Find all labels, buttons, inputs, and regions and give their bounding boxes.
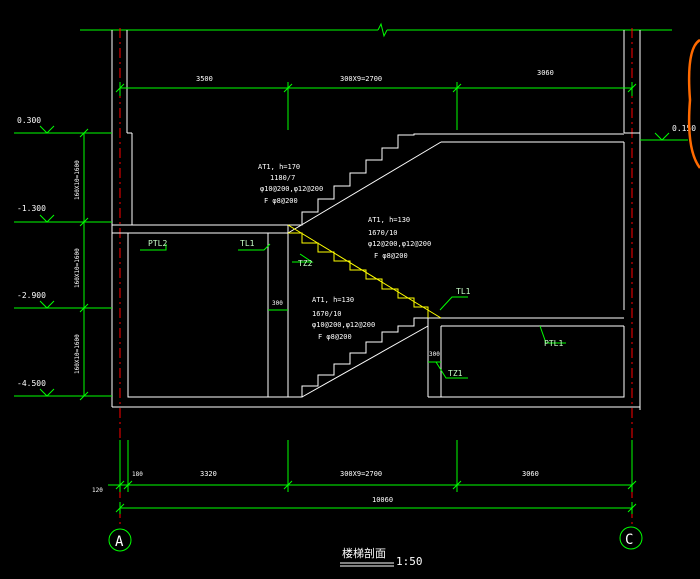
middle-flight bbox=[287, 224, 442, 319]
level-markers bbox=[14, 125, 112, 401]
svg-text:φ10@200,φ12@200: φ10@200,φ12@200 bbox=[260, 185, 323, 193]
top-dim-mid: 300X9=2700 bbox=[340, 75, 382, 83]
svg-text:φ12@200,φ12@200: φ12@200,φ12@200 bbox=[368, 240, 431, 248]
svg-text:AT1, h=130: AT1, h=130 bbox=[368, 216, 410, 224]
vert-dim-1: 160X10=1600 bbox=[74, 160, 81, 200]
top-break-line bbox=[80, 22, 672, 38]
top-dimension bbox=[115, 82, 637, 130]
axis-lines bbox=[119, 28, 633, 527]
top-dim-left: 3500 bbox=[196, 75, 213, 83]
bottom-dim-right: 3060 bbox=[522, 470, 539, 478]
walls bbox=[111, 30, 641, 410]
level-0-300: 0.300 bbox=[17, 116, 41, 125]
svg-text:1180/7: 1180/7 bbox=[270, 174, 295, 182]
annotation-lower: AT1, h=130 1670/10 φ10@200,φ12@200 F φ8@… bbox=[312, 296, 375, 341]
right-level-marker bbox=[640, 132, 688, 141]
bottom-dim-total: 10060 bbox=[372, 496, 393, 504]
svg-text:AT1, h=130: AT1, h=130 bbox=[312, 296, 354, 304]
svg-text:F φ8@200: F φ8@200 bbox=[374, 252, 408, 260]
label-ptl1: PTL1 bbox=[544, 339, 563, 348]
dim-300-right: 300 bbox=[429, 351, 440, 358]
label-ptl2: PTL2 bbox=[148, 239, 167, 248]
label-tl1-left: TL1 bbox=[240, 239, 255, 248]
top-dim-right: 3060 bbox=[537, 69, 554, 77]
drawing-scale: 1:50 bbox=[396, 555, 423, 568]
upper-flight bbox=[287, 133, 442, 234]
label-tl1-right: TL1 bbox=[456, 287, 471, 296]
bottom-dim-small: 180 bbox=[132, 471, 143, 478]
title-underline bbox=[340, 562, 394, 567]
drawing-title: 楼梯剖面 bbox=[342, 546, 386, 560]
level-right: 0.150 bbox=[672, 124, 696, 133]
axis-bubble-a: A bbox=[108, 528, 132, 552]
dim-300-left: 300 bbox=[272, 300, 283, 307]
svg-text:A: A bbox=[115, 534, 124, 550]
bottom-dim-mid: 300X9=2700 bbox=[340, 470, 382, 478]
lower-flight bbox=[288, 317, 429, 398]
slabs bbox=[112, 133, 625, 398]
orange-markup-curve bbox=[687, 38, 700, 169]
vert-dim-2: 160X10=1600 bbox=[74, 248, 81, 288]
bottom-dimension bbox=[108, 440, 637, 514]
leaders bbox=[140, 243, 566, 379]
label-tz2: TZ2 bbox=[298, 259, 313, 268]
svg-text:C: C bbox=[625, 532, 633, 548]
label-tz1: TZ1 bbox=[448, 369, 463, 378]
bottom-dim-left: 3320 bbox=[200, 470, 217, 478]
level-2-900: -2.900 bbox=[17, 291, 46, 300]
svg-text:F φ8@200: F φ8@200 bbox=[318, 333, 352, 341]
svg-text:AT1, h=170: AT1, h=170 bbox=[258, 163, 300, 171]
level-4-500: -4.500 bbox=[17, 379, 46, 388]
svg-text:1670/10: 1670/10 bbox=[312, 310, 342, 318]
svg-text:F φ8@200: F φ8@200 bbox=[264, 197, 298, 205]
annotation-middle: AT1, h=130 1670/10 φ12@200,φ12@200 F φ8@… bbox=[368, 216, 431, 260]
svg-text:φ10@200,φ12@200: φ10@200,φ12@200 bbox=[312, 321, 375, 329]
bottom-dim-edge: 120 bbox=[92, 487, 103, 494]
axis-bubble-c: C bbox=[619, 526, 643, 550]
level-1-300: -1.300 bbox=[17, 204, 46, 213]
svg-text:1670/10: 1670/10 bbox=[368, 229, 398, 237]
annotation-upper: AT1, h=170 1180/7 φ10@200,φ12@200 F φ8@2… bbox=[258, 163, 323, 205]
vert-dim-3: 160X10=1600 bbox=[74, 334, 81, 374]
